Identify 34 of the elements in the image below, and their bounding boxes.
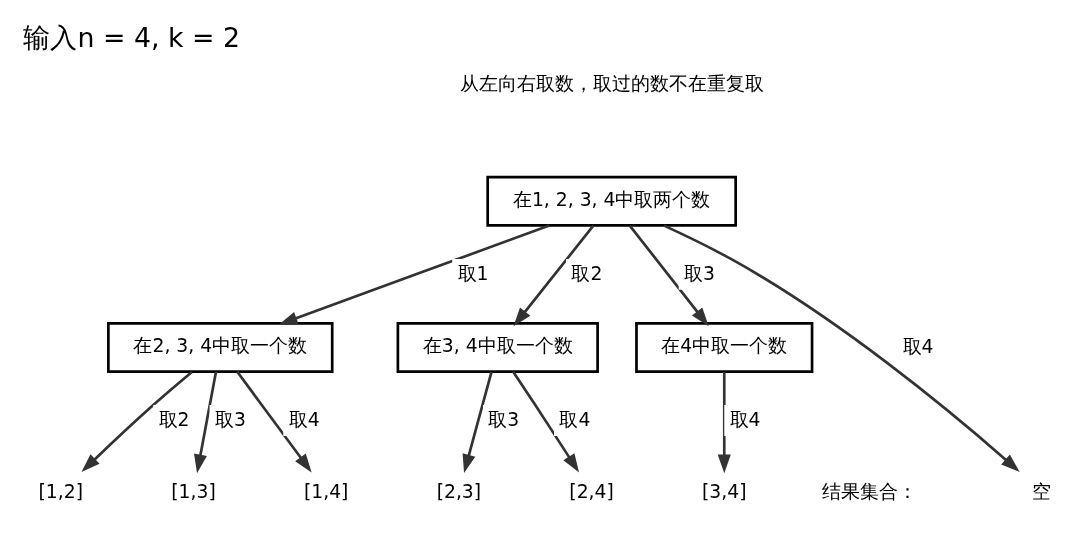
arrow [194,371,218,474]
node-box: 在1, 2, 3, 4中取两个数 [486,175,737,227]
node-box: 在3, 4中取一个数 [396,321,599,373]
edge-label: 取4 [559,409,591,431]
arrow [663,224,1020,472]
arrow [236,371,312,473]
edge-label: 取3 [488,409,520,431]
edge-label: 取3 [684,262,715,284]
node-text: [3,4] [702,481,747,503]
edge-label: 取3 [214,409,246,431]
edge-label: 取4 [288,409,320,431]
arrow [513,224,595,327]
edge-label: 取2 [571,262,603,284]
node-text: [1,2] [38,481,84,503]
node-text: [1,3] [171,481,216,503]
edge-label: 取2 [158,409,190,431]
node-box: 在4中取一个数 [635,321,814,373]
arrow [512,370,580,473]
diagram-title: 输入n = 4, k = 2 [23,22,241,54]
node-text: [2,4] [569,481,614,503]
node-text: 空 [1032,481,1052,503]
label: 从左向右取数，取过的数不在重复取 [459,72,764,94]
arrow [628,224,709,327]
arrow [717,371,731,474]
edge-label: 取1 [457,262,489,284]
label: 结果集合： [821,481,917,503]
node-box: 在2, 3, 4中取一个数 [107,321,334,373]
arrow [462,371,493,474]
node-text: [1,4] [303,481,349,503]
arrow [278,224,550,325]
node-text: [2,3] [436,481,482,503]
edge-label: 取4 [902,336,934,358]
arrow [81,370,193,473]
edge-label: 取4 [729,409,761,431]
